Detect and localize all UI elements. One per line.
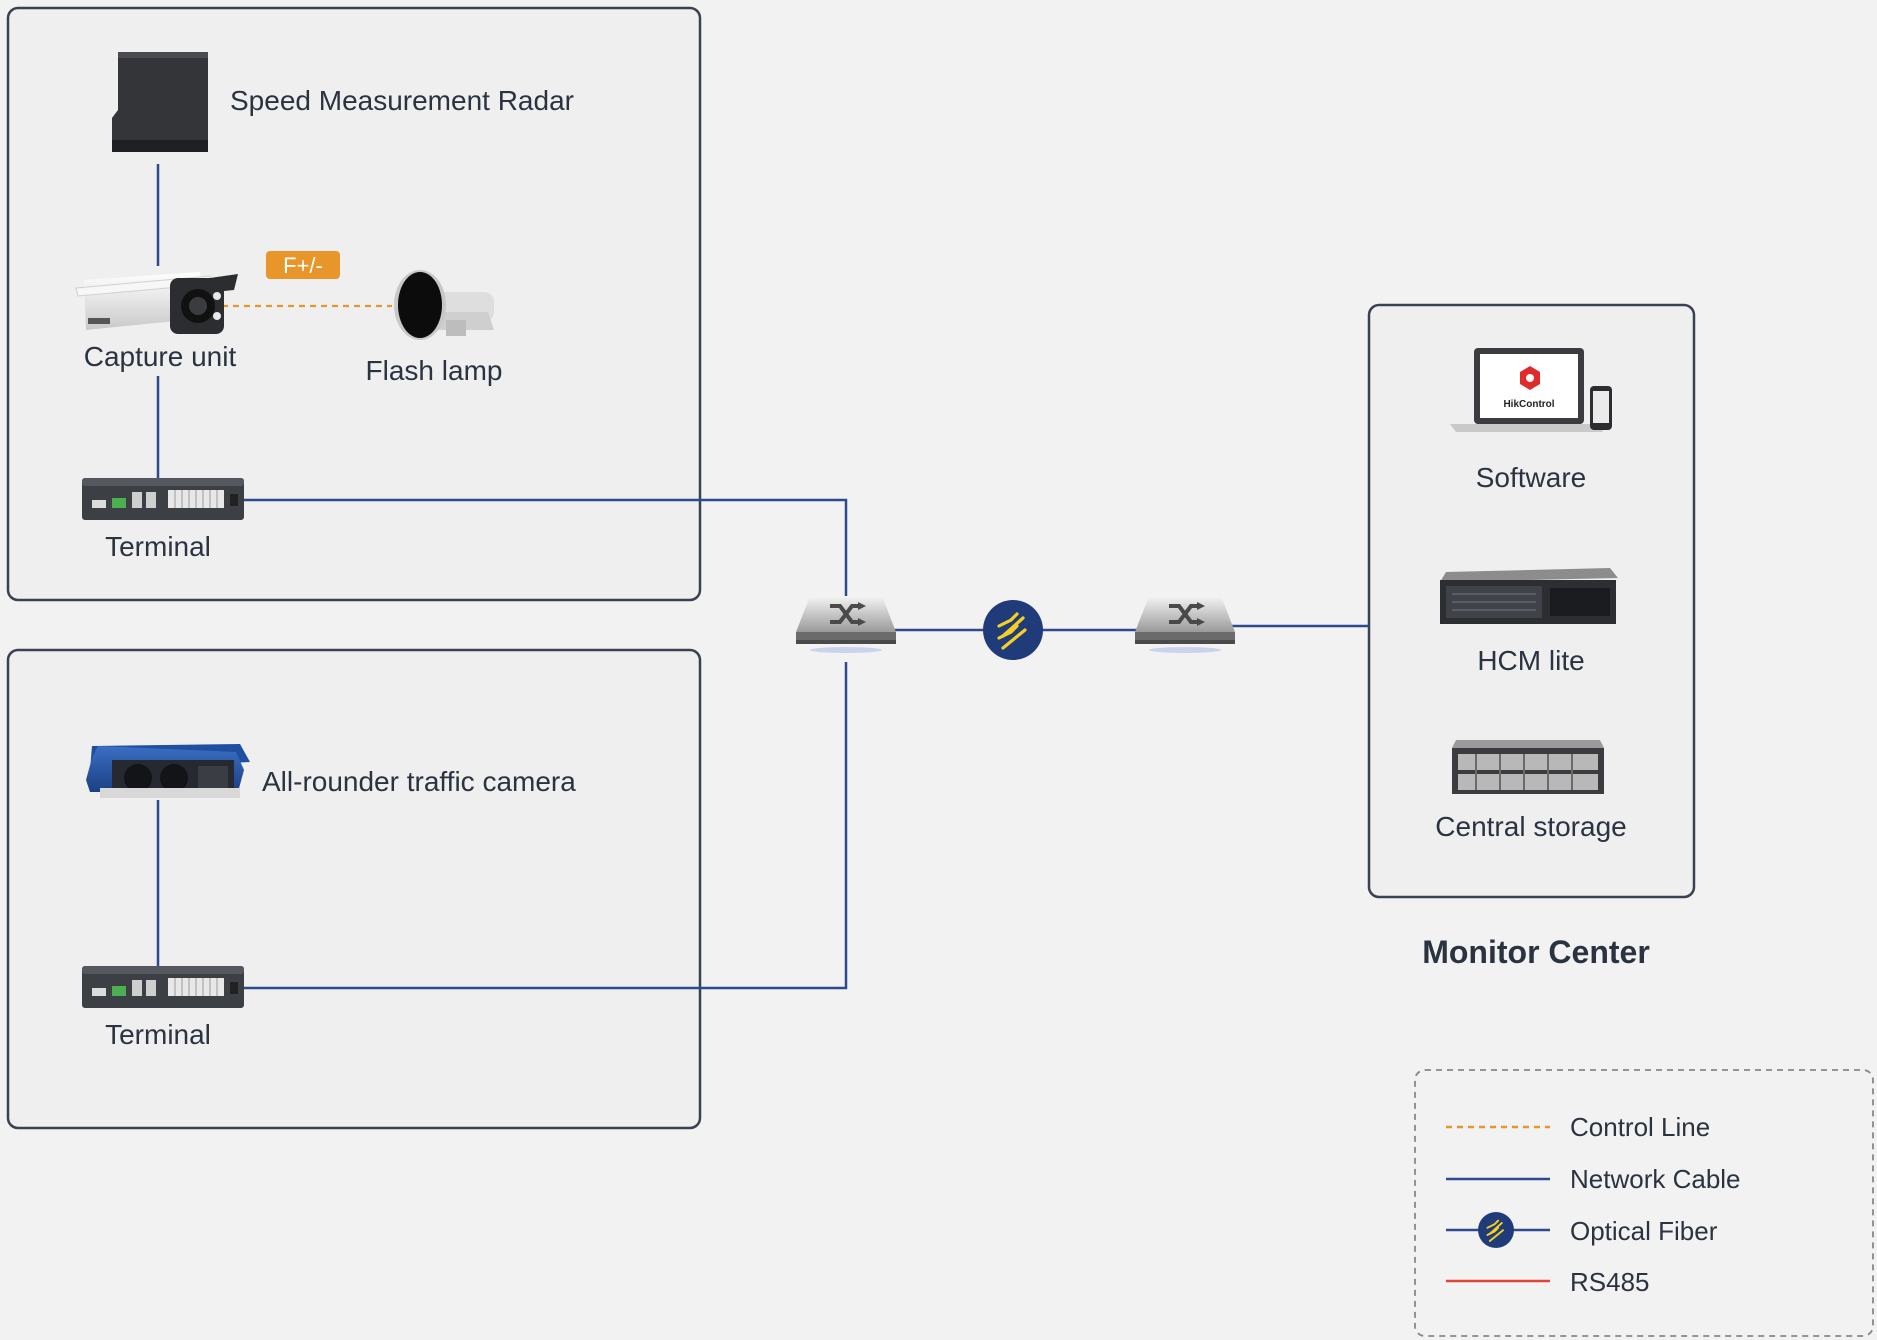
legend-label-optical-fiber: Optical Fiber <box>1570 1216 1718 1246</box>
network-cable-lines <box>156 164 1369 990</box>
software-label: Software <box>1476 462 1587 493</box>
storage-icon <box>1452 740 1604 794</box>
network-line-terminal-switch-a <box>244 498 848 598</box>
switch-icon <box>1133 594 1237 655</box>
legend: Control Line Network Cable Optical Fiber… <box>1414 1069 1874 1337</box>
optical-fiber-icon <box>983 600 1043 660</box>
legend-swatch-optical-fiber <box>1446 1212 1550 1248</box>
switch-icon <box>794 594 898 655</box>
capture-camera-icon <box>75 272 238 334</box>
traffic-camera-icon <box>86 744 250 798</box>
network-line-terminal2-switch-a <box>244 662 848 990</box>
legend-label-control-line: Control Line <box>1570 1112 1710 1142</box>
software-brand-text: HikControl <box>1503 399 1554 410</box>
terminal-top-label: Terminal <box>105 531 211 562</box>
radar-icon <box>112 52 208 152</box>
traffic-camera-label: All-rounder traffic camera <box>262 766 576 797</box>
storage-label: Central storage <box>1435 811 1626 842</box>
laptop-icon: HikControl <box>1450 348 1612 432</box>
control-line-badge: F+/- <box>266 251 340 279</box>
radar-label: Speed Measurement Radar <box>230 85 574 116</box>
hcm-label: HCM lite <box>1477 645 1584 676</box>
flash-lamp-label: Flash lamp <box>366 355 503 386</box>
monitor-center-title: Monitor Center <box>1422 934 1650 970</box>
capture-unit-label: Capture unit <box>84 341 237 372</box>
terminal-icon <box>81 477 245 521</box>
flash-lamp-icon <box>394 270 494 340</box>
terminal-bottom-label: Terminal <box>105 1019 211 1050</box>
legend-label-rs485: RS485 <box>1570 1267 1650 1297</box>
site-box-radar <box>6 6 702 602</box>
site-box-traffic-camera <box>6 648 702 1130</box>
terminal-icon <box>81 965 245 1009</box>
badge-text: F+/- <box>283 253 323 278</box>
legend-label-network-cable: Network Cable <box>1570 1164 1741 1194</box>
legend-frame <box>1414 1069 1874 1337</box>
server-icon <box>1440 568 1618 624</box>
